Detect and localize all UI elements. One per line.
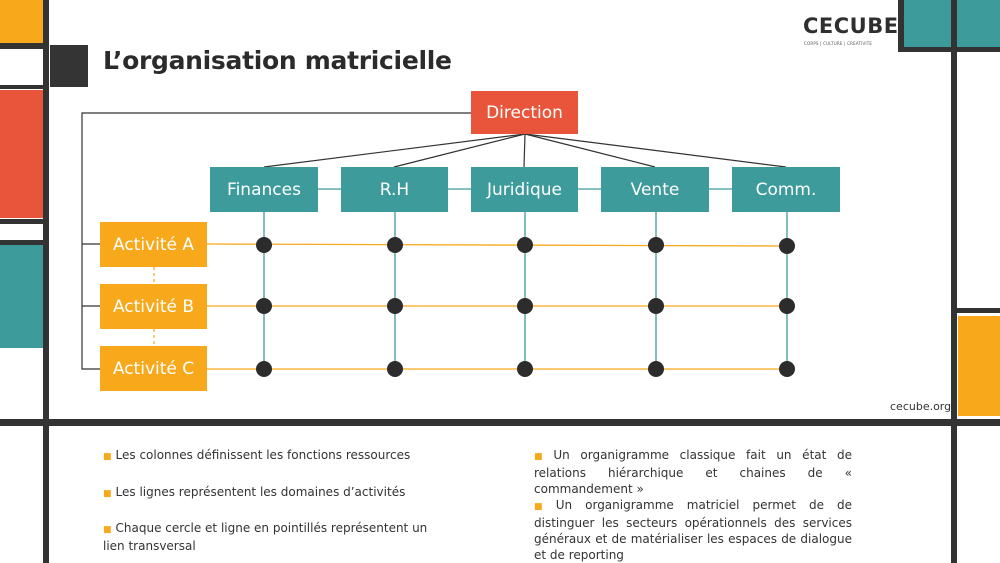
bullet-marker: ■ — [103, 489, 112, 499]
connector-direction-rh — [393, 133, 526, 168]
bullet-text: Les colonnes définissent les fonctions r… — [115, 448, 411, 462]
frame-line-horizontal-top-left-1 — [0, 43, 48, 49]
bullet-left-2: ■Les lignes représentent les domaines d’… — [103, 484, 433, 502]
frame-line-vertical-right — [951, 0, 957, 563]
logo-text: CECUBE — [803, 14, 899, 38]
activity-c: Activité C — [100, 346, 207, 391]
page-title: L’organisation matricielle — [103, 46, 452, 75]
node-b-rh — [387, 298, 403, 314]
node-a-vente — [648, 237, 664, 253]
node-c-juridique — [517, 361, 533, 377]
function-finances: Finances — [210, 167, 318, 212]
bullet-text: Les lignes représentent les domaines d’a… — [115, 485, 406, 499]
deco-red-block-left — [0, 90, 43, 218]
frame-line-horizontal-left-1 — [0, 219, 48, 224]
function-rh: R.H — [341, 167, 448, 212]
bullet-left-1: ■Les colonnes définissent les fonctions … — [103, 447, 433, 465]
bullet-right-2: ■Un organigramme matriciel permet de de … — [534, 497, 852, 563]
frame-line-horizontal-top-right — [898, 47, 1000, 52]
node-a-juridique — [517, 237, 533, 253]
connector-direction-activities — [81, 112, 471, 370]
connector-direction-comm — [524, 133, 787, 168]
deco-teal-block-left — [0, 245, 43, 348]
bullet-left-3: ■Chaque cercle et ligne en pointillés re… — [103, 520, 433, 554]
deco-orange-block-top-left — [0, 0, 43, 43]
function-comm: Comm. — [732, 167, 840, 212]
node-c-rh — [387, 361, 403, 377]
node-c-comm — [779, 361, 795, 377]
activity-a: Activité A — [100, 222, 207, 267]
bullet-text: Un organigramme classique fait un état d… — [534, 448, 852, 496]
bullet-marker: ■ — [103, 525, 112, 535]
row-line-a — [206, 243, 788, 247]
node-c-vente — [648, 361, 664, 377]
bullet-text: Un organigramme matriciel permet de de d… — [534, 498, 852, 562]
direction-box: Direction — [471, 91, 578, 134]
connector-direction-juridique — [523, 133, 526, 168]
cecube-logo: CECUBE CORPS | CULTURE | CREATIVITE — [803, 14, 898, 46]
website-url: cecube.org — [890, 400, 952, 413]
bullet-text: Chaque cercle et ligne en pointillés rep… — [103, 521, 428, 553]
frame-line-vertical-top-right — [898, 0, 904, 48]
node-b-vente — [648, 298, 664, 314]
function-juridique: Juridique — [471, 167, 578, 212]
bullet-marker: ■ — [534, 452, 550, 462]
frame-line-horizontal-bottom — [0, 419, 1000, 426]
bullet-marker: ■ — [534, 502, 552, 512]
node-b-juridique — [517, 298, 533, 314]
connector-direction-vente — [524, 133, 656, 168]
logo-tagline: CORPS | CULTURE | CREATIVITE — [804, 41, 873, 46]
frame-line-horizontal-right — [951, 308, 1000, 313]
node-a-rh — [387, 237, 403, 253]
node-b-comm — [779, 298, 795, 314]
deco-dark-block-top-left — [50, 45, 88, 87]
node-a-finances — [256, 237, 272, 253]
deco-orange-block-right — [958, 316, 1000, 416]
frame-line-vertical-left — [43, 0, 49, 563]
frame-line-horizontal-top-left-2 — [0, 85, 48, 89]
node-b-finances — [256, 298, 272, 314]
function-vente: Vente — [601, 167, 709, 212]
node-c-finances — [256, 361, 272, 377]
bullet-marker: ■ — [103, 452, 112, 462]
frame-line-horizontal-left-2 — [0, 240, 48, 245]
activity-b: Activité B — [100, 284, 207, 329]
bullet-right-1: ■Un organigramme classique fait un état … — [534, 447, 852, 497]
connector-direction-finances — [263, 133, 526, 168]
node-a-comm — [779, 238, 795, 254]
